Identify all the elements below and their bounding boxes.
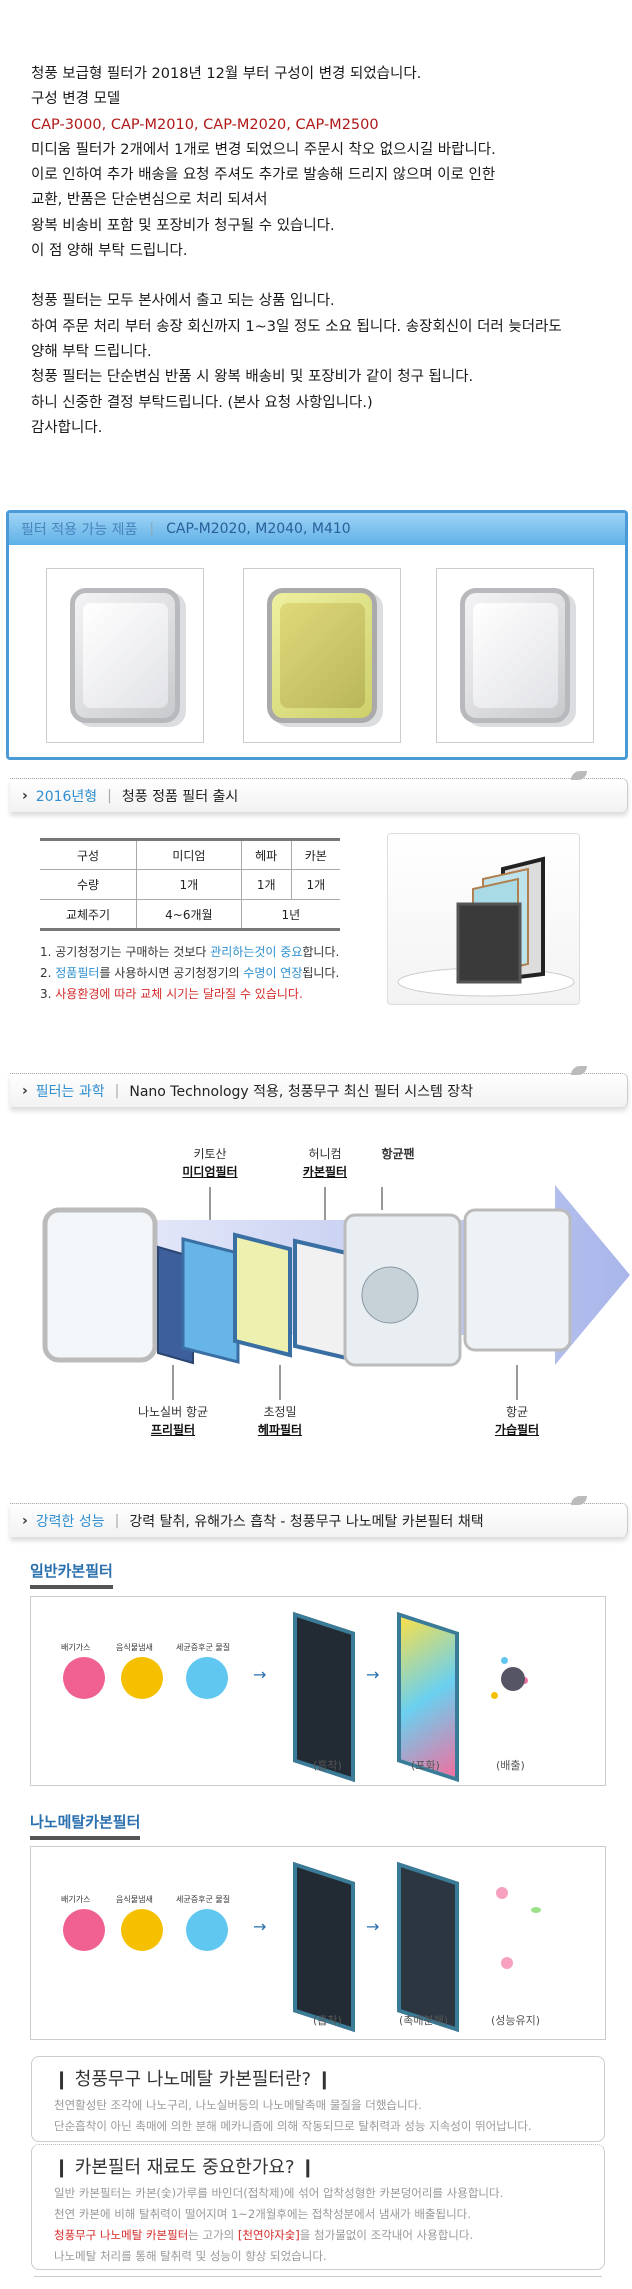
icon-caption: 배기가스: [61, 1895, 91, 1904]
section-title: Nano Technology 적용, 청풍무구 최신 필터 시스템 장착: [129, 1083, 474, 1100]
icon-caption: 세균증후군 물질: [176, 1895, 231, 1904]
cell: 1개: [241, 869, 292, 900]
general-carbon-demo: 배기가스 음식물냄새 세균증후군 물질 → → (흡착) (포화) (배출): [30, 1596, 606, 1786]
cell: 수량: [40, 869, 138, 900]
divider: [34, 2276, 602, 2277]
general-carbon-title: 일반카본필터: [30, 1560, 113, 1589]
info-material: ❙ 카본필터 재료도 중요한가요? ❙ 일반 카본필터는 카본(숯)가루를 바인…: [31, 2144, 605, 2270]
affected-models: CAP-3000, CAP-M2010, CAP-M2020, CAP-M250…: [31, 116, 379, 133]
section-header-performance: › 강력한 성능| 강력 탈취, 유해가스 흡착 - 청풍무구 나노메탈 카본필…: [10, 1496, 628, 1537]
product-image: [436, 568, 594, 743]
cell: 1개: [291, 869, 340, 900]
section-title: 청풍 정품 필터 출시: [121, 788, 239, 805]
cell: 미디엄: [136, 839, 242, 870]
nano-carbon-demo: 배기가스 음식물냄새 세균증후군 물질 → → (흡착) (촉매분해) (성능유…: [30, 1846, 606, 2040]
cell: 카본: [291, 839, 340, 870]
notice-text: 청풍 보급형 필터가 2018년 12월 부터 구성이 변경 되었습니다. 구성…: [31, 62, 562, 441]
notice-line: 양해 부탁 드립니다.: [31, 343, 152, 360]
section-key: 필터는 과학: [35, 1083, 105, 1100]
stage-label: (흡착): [313, 1759, 342, 1772]
notice-line: 교환, 반품은 단순변심으로 처리 되셔서: [31, 192, 268, 209]
notice-line: 왕복 비송비 포함 및 포장비가 청구될 수 있습니다.: [31, 217, 335, 234]
cell: 교체주기: [40, 899, 138, 930]
info-nanometal: ❙ 청풍무구 나노메탈 카본필터란? ❙ 천연활성탄 조각에 나노구리, 나노실…: [31, 2056, 605, 2142]
stage-label: (흡착): [313, 2014, 342, 2027]
notice-line: 청풍 필터는 단순변심 반품 시 왕복 배송비 및 포장비가 같이 청구 됩니다…: [31, 369, 474, 386]
panel-models: CAP-M2020, M2040, M410: [166, 521, 351, 537]
section-title: 강력 탈취, 유해가스 흡착 - 청풍무구 나노메탈 카본필터 채택: [129, 1513, 484, 1530]
info-title: ❙ 청풍무구 나노메탈 카본필터란? ❙: [54, 2069, 332, 2090]
stage-label: (촉매분해): [399, 2014, 449, 2027]
stage-label: (성능유지): [491, 2014, 541, 2027]
product-image: [243, 568, 401, 743]
filter-notes: 1. 공기청정기는 구매하는 것보다 관리하는것이 중요합니다. 2. 정품필터…: [40, 945, 340, 1001]
stage-label: (배출): [496, 1759, 525, 1772]
nano-carbon-title: 나노메탈카본필터: [30, 1811, 141, 1840]
icon-caption: 세균증후군 물질: [176, 1643, 231, 1652]
notice-line: 구성 변경 모델: [31, 91, 121, 108]
notice-line: 청풍 보급형 필터가 2018년 12월 부터 구성이 변경 되었습니다.: [31, 66, 422, 82]
panel-title: 필터 적용 가능 제품: [21, 522, 138, 538]
stage-label: (포화): [411, 1759, 440, 1772]
panel-header: 필터 적용 가능 제품 | CAP-M2020, M2040, M410: [9, 513, 625, 545]
cell: 헤파: [241, 839, 292, 870]
info-title: ❙ 카본필터 재료도 중요한가요? ❙: [54, 2157, 316, 2178]
notice-line: 감사합니다.: [31, 419, 103, 436]
filter-set-image: [387, 833, 580, 1005]
cell: 1개: [136, 869, 242, 900]
label-fan: 항균팬: [381, 1147, 415, 1161]
compatible-products-panel: 필터 적용 가능 제품 | CAP-M2020, M2040, M410: [6, 510, 628, 760]
icon-caption: 배기가스: [61, 1643, 91, 1652]
notice-line: 미디움 필터가 2개에서 1개로 변경 되었으니 주문시 착오 없으시길 바랍니…: [31, 141, 496, 158]
icon-caption: 음식물냄새: [116, 1895, 153, 1904]
cell: 4~6개월: [136, 899, 242, 930]
cell: 1년: [241, 899, 340, 930]
notice-line: 하여 주문 처리 부터 송장 회신까지 1~3일 정도 소요 됩니다. 송장회신…: [31, 318, 562, 335]
section-header-science: › 필터는 과학| Nano Technology 적용, 청풍무구 최신 필터…: [10, 1066, 628, 1107]
notice-line: 이 점 양해 부탁 드립니다.: [31, 243, 188, 260]
product-image: [46, 568, 204, 743]
notice-line: 하니 신중한 결정 부탁드립니다. (본사 요청 사항입니다.): [31, 394, 373, 411]
icon-caption: 음식물냄새: [116, 1643, 153, 1652]
cell: 구성: [40, 839, 138, 870]
notice-line: 청풍 필터는 모두 본사에서 출고 되는 상품 입니다.: [31, 293, 335, 310]
section-key: 강력한 성능: [35, 1513, 105, 1530]
section-header-2016: › 2016년형| 청풍 정품 필터 출시: [10, 771, 628, 812]
section-key: 2016년형: [35, 788, 98, 805]
notice-line: 이로 인하여 추가 배송을 요청 주셔도 추가로 발송해 드리지 않으며 이로 …: [31, 167, 496, 184]
